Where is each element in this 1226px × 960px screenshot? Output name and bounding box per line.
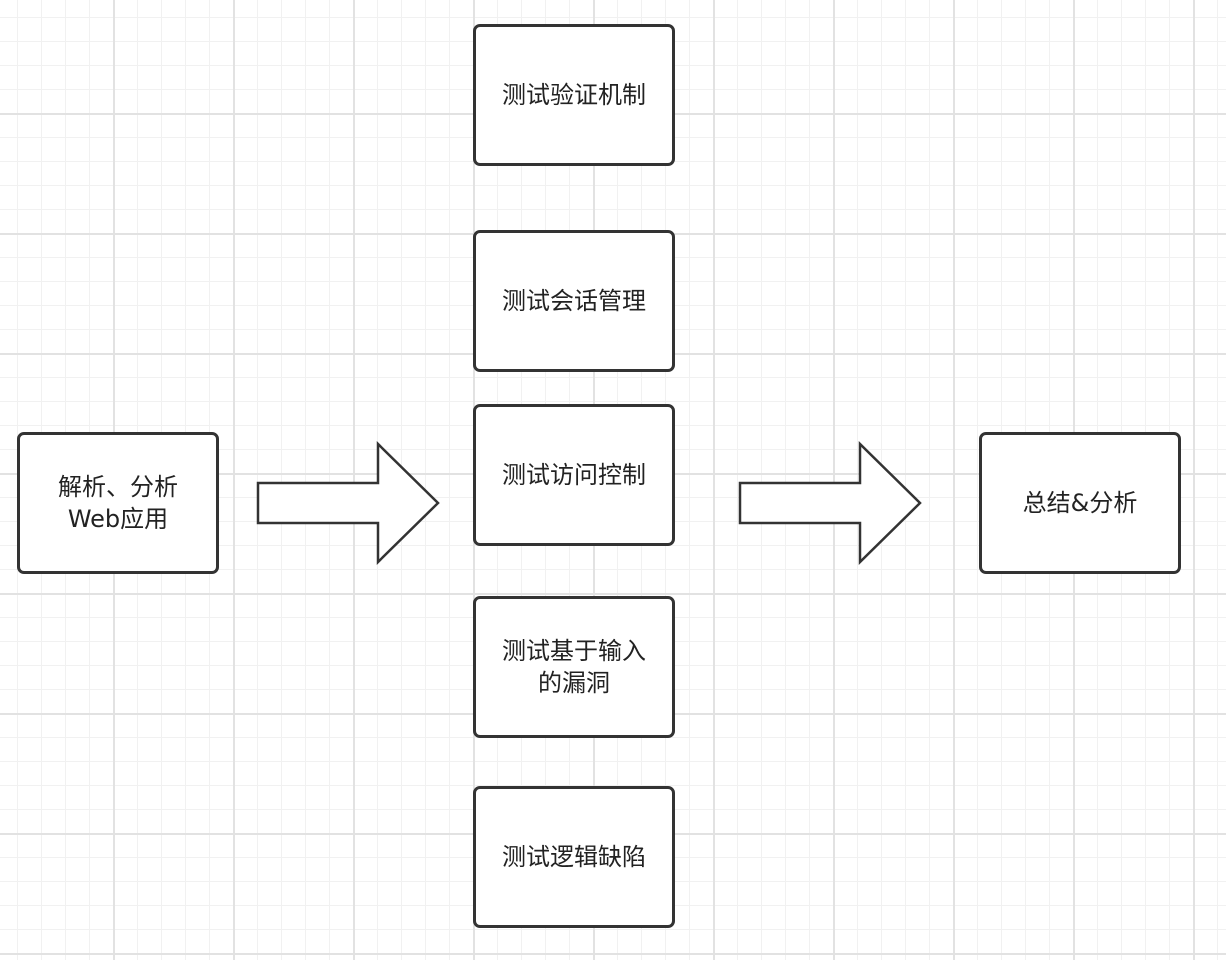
node-test-authentication[interactable]: 测试验证机制 <box>473 24 675 166</box>
node-test-input-vulnerabilities[interactable]: 测试基于输入 的漏洞 <box>473 596 675 738</box>
block-arrow-tests-to-summary[interactable] <box>738 441 922 565</box>
node-label: 总结&分析 <box>1022 489 1138 517</box>
node-label: 测试会话管理 <box>502 287 646 315</box>
node-label: 测试访问控制 <box>502 461 646 489</box>
node-label: 解析、分析 Web应用 <box>58 473 178 533</box>
node-label: 测试基于输入 的漏洞 <box>502 637 646 697</box>
node-summary-analysis[interactable]: 总结&分析 <box>979 432 1181 574</box>
node-test-logic-flaws[interactable]: 测试逻辑缺陷 <box>473 786 675 928</box>
node-test-session-management[interactable]: 测试会话管理 <box>473 230 675 372</box>
block-arrow-parse-to-tests[interactable] <box>256 441 440 565</box>
node-parse-web-app[interactable]: 解析、分析 Web应用 <box>17 432 219 574</box>
node-label: 测试验证机制 <box>502 81 646 109</box>
node-test-access-control[interactable]: 测试访问控制 <box>473 404 675 546</box>
arrow-shape <box>738 441 922 565</box>
node-label: 测试逻辑缺陷 <box>502 843 646 871</box>
arrow-shape <box>256 441 440 565</box>
